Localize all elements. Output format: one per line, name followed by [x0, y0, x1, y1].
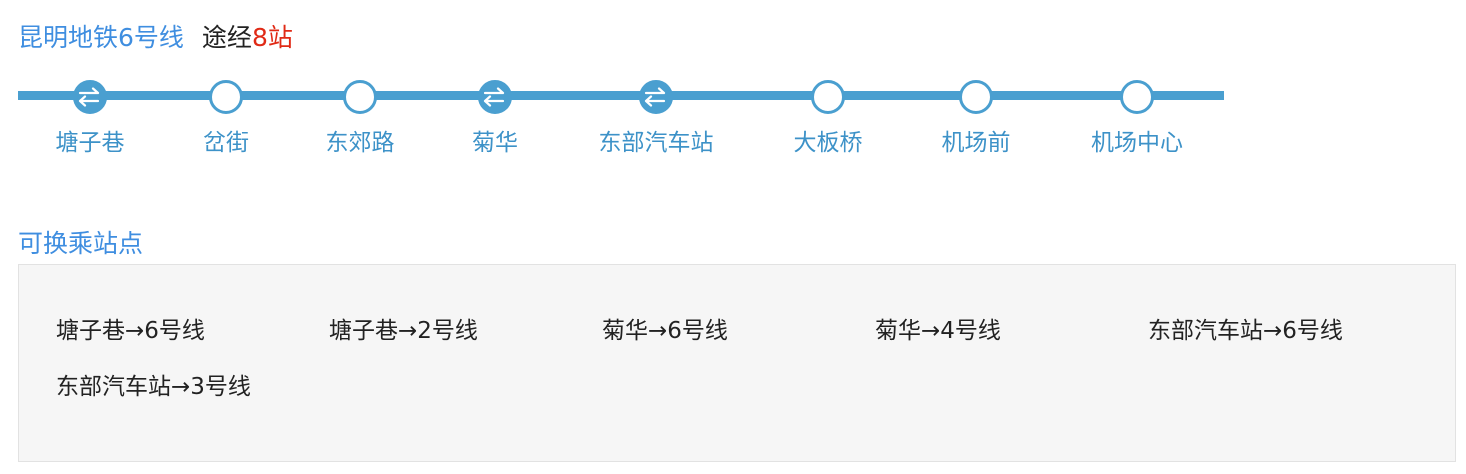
station-7[interactable]: 机场中心 [1057, 70, 1217, 157]
station-name: 东部汽车站 [598, 130, 714, 156]
transfer-panel: 塘子巷→6号线 塘子巷→2号线 菊华→6号线 菊华→4号线 东部汽车站→6号线 … [18, 264, 1456, 462]
station-node [343, 80, 377, 114]
station-node [1120, 80, 1154, 114]
transfer-station-node [639, 80, 673, 114]
via-label: 途经 [201, 23, 252, 52]
station-6[interactable]: 机场前 [896, 70, 1056, 157]
station-name: 机场中心 [1091, 130, 1183, 156]
via-count: 8站 [251, 23, 293, 52]
station-name: 岔街 [203, 130, 249, 156]
station-3[interactable]: 菊华 [415, 70, 575, 157]
transfer-section-title: 可换乘站点 [18, 229, 144, 258]
station-name: 大板桥 [793, 130, 863, 156]
station-name: 塘子巷 [55, 130, 125, 156]
line-title[interactable]: 昆明地铁6号线 [18, 23, 184, 52]
transfer-item[interactable]: 塘子巷→2号线 [329, 318, 478, 344]
station-0[interactable]: 塘子巷 [10, 70, 170, 157]
station-node [959, 80, 993, 114]
line-header: 昆明地铁6号线 途经8站 [18, 16, 293, 56]
station-node [209, 80, 243, 114]
route-map: 塘子巷 岔街 东郊路 菊华 东部汽车站 大板桥 机场前 机场中心 [0, 70, 1466, 170]
station-2[interactable]: 东郊路 [280, 70, 440, 157]
transfer-arrows-icon [644, 87, 666, 107]
station-5[interactable]: 大板桥 [748, 70, 908, 157]
transfer-arrows-icon [78, 87, 100, 107]
transfer-item[interactable]: 东部汽车站→3号线 [56, 374, 251, 400]
station-node [811, 80, 845, 114]
transfer-list: 塘子巷→6号线 塘子巷→2号线 菊华→6号线 菊华→4号线 东部汽车站→6号线 … [56, 315, 1436, 411]
transfer-item[interactable]: 菊华→4号线 [875, 318, 1001, 344]
station-1[interactable]: 岔街 [146, 70, 306, 157]
transfer-item[interactable]: 东部汽车站→6号线 [1148, 318, 1343, 344]
station-name: 机场前 [941, 130, 1011, 156]
station-count: 途经8站 [202, 18, 293, 54]
transfer-item[interactable]: 塘子巷→6号线 [56, 318, 205, 344]
transfer-station-node [73, 80, 107, 114]
transfer-station-node [478, 80, 512, 114]
station-name: 东郊路 [325, 130, 395, 156]
transfer-arrows-icon [483, 87, 505, 107]
station-4[interactable]: 东部汽车站 [576, 70, 736, 157]
transfer-item[interactable]: 菊华→6号线 [602, 318, 728, 344]
station-name: 菊华 [472, 130, 518, 156]
route-track [18, 91, 1224, 100]
